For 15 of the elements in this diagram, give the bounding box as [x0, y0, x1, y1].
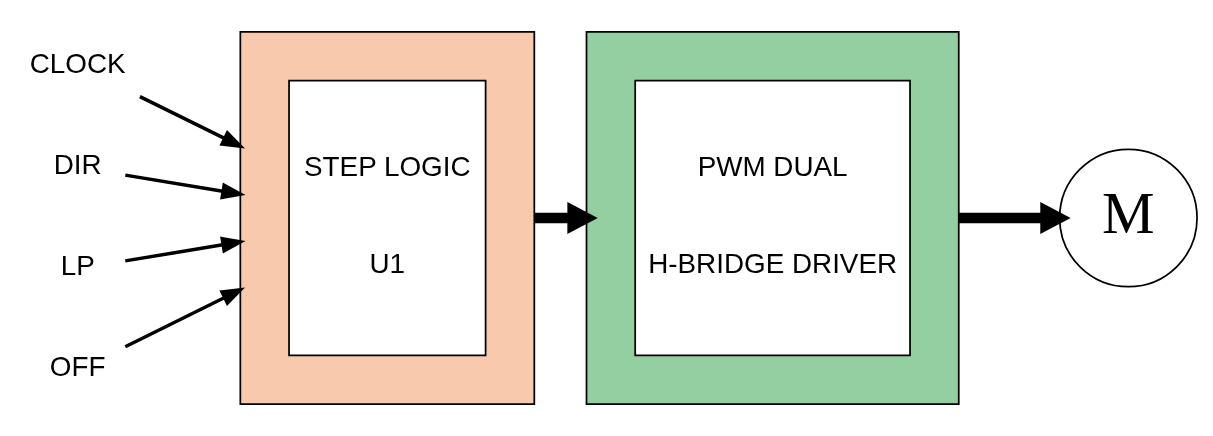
node-text: CLOCK	[29, 48, 126, 80]
node-text: OFF	[49, 350, 106, 382]
node-box: PWM DUAL H-BRIDGE DRIVER	[634, 79, 911, 357]
arrow	[139, 95, 246, 149]
arrow	[534, 202, 598, 234]
cluster	[585, 31, 960, 405]
arrow	[125, 173, 246, 200]
node-text: LP	[60, 250, 95, 282]
node-circle: M	[1058, 148, 1198, 288]
cluster	[239, 31, 536, 405]
node-text: DIR	[53, 149, 102, 181]
arrow	[125, 236, 246, 263]
node-box: STEP LOGIC U1	[288, 79, 487, 357]
arrow	[958, 202, 1071, 234]
arrow	[124, 287, 246, 349]
